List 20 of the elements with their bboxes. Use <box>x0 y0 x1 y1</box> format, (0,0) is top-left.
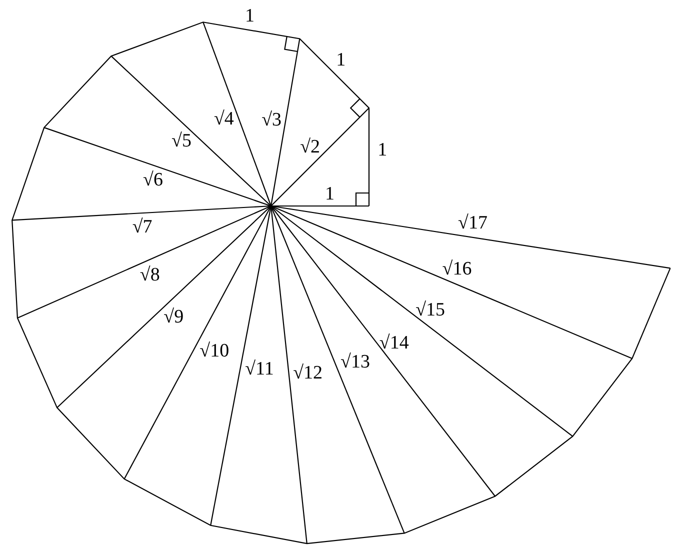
length-label: √9 <box>164 308 184 327</box>
length-label: √11 <box>245 360 274 379</box>
length-label: √3 <box>262 110 282 130</box>
length-label: 1 <box>378 140 388 160</box>
length-label: √14 <box>379 333 409 352</box>
length-label: 1 <box>325 184 335 204</box>
length-label: √15 <box>416 300 446 320</box>
length-label: √7 <box>132 218 152 237</box>
length-label: √8 <box>140 265 160 284</box>
length-label: √13 <box>340 352 370 372</box>
length-label: 1 <box>244 6 254 25</box>
length-label: √12 <box>293 363 323 382</box>
length-label: 1 <box>336 50 346 70</box>
length-label: √17 <box>458 214 488 233</box>
length-label: √2 <box>300 138 320 157</box>
length-label: √5 <box>172 132 192 151</box>
length-label: √16 <box>442 260 472 279</box>
length-label: √6 <box>143 170 163 190</box>
length-label: √4 <box>214 109 234 128</box>
length-label: √10 <box>200 342 230 361</box>
